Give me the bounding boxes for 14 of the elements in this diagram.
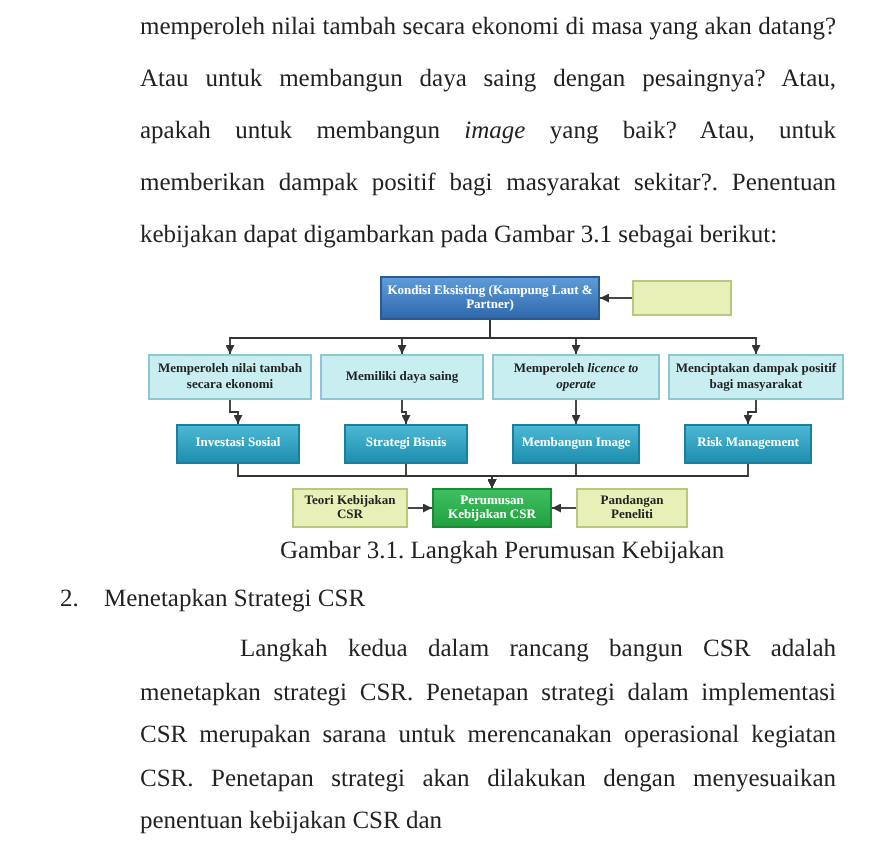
empty-box: [632, 280, 732, 316]
arrow: [487, 463, 749, 489]
arrow: [571, 399, 581, 425]
arrow: [229, 399, 243, 425]
section-heading: Menetapkan Strategi CSR: [104, 582, 368, 616]
paragraph: Langkah kedua dalam rancang bangun CSR adalah menetapkan strategi CSR. Penetapan strategi dalam implementasi CSR merupakan sarana untuk merencanakan operasional kegiatan CSR. Penetapan strategi akan dilakukan dengan menyesuaikan penentuan kebijakan CSR dan: [140, 632, 836, 838]
figure-caption: Gambar 3.1. Langkah Perumusan Kebijakan: [280, 534, 725, 568]
arrow: [599, 293, 633, 303]
paragraph: memperoleh nilai tambah secara ekonomi di masa yang akan datang? Atau untuk membangun daya saing dengan pesaingnya? Atau, apakah untuk membangun image yang baik? Atau, untuk memberikan dampak positif bagi masyarakat sekitar?. Penentuan kebijakan dapat digambarkan pada Gambar 3.1 sebagai berikut:: [140, 10, 836, 252]
arrow: [551, 503, 577, 513]
list-number: 2.: [60, 582, 81, 616]
arrow: [401, 399, 411, 425]
arrow: [407, 503, 433, 513]
arrow: [743, 399, 757, 425]
